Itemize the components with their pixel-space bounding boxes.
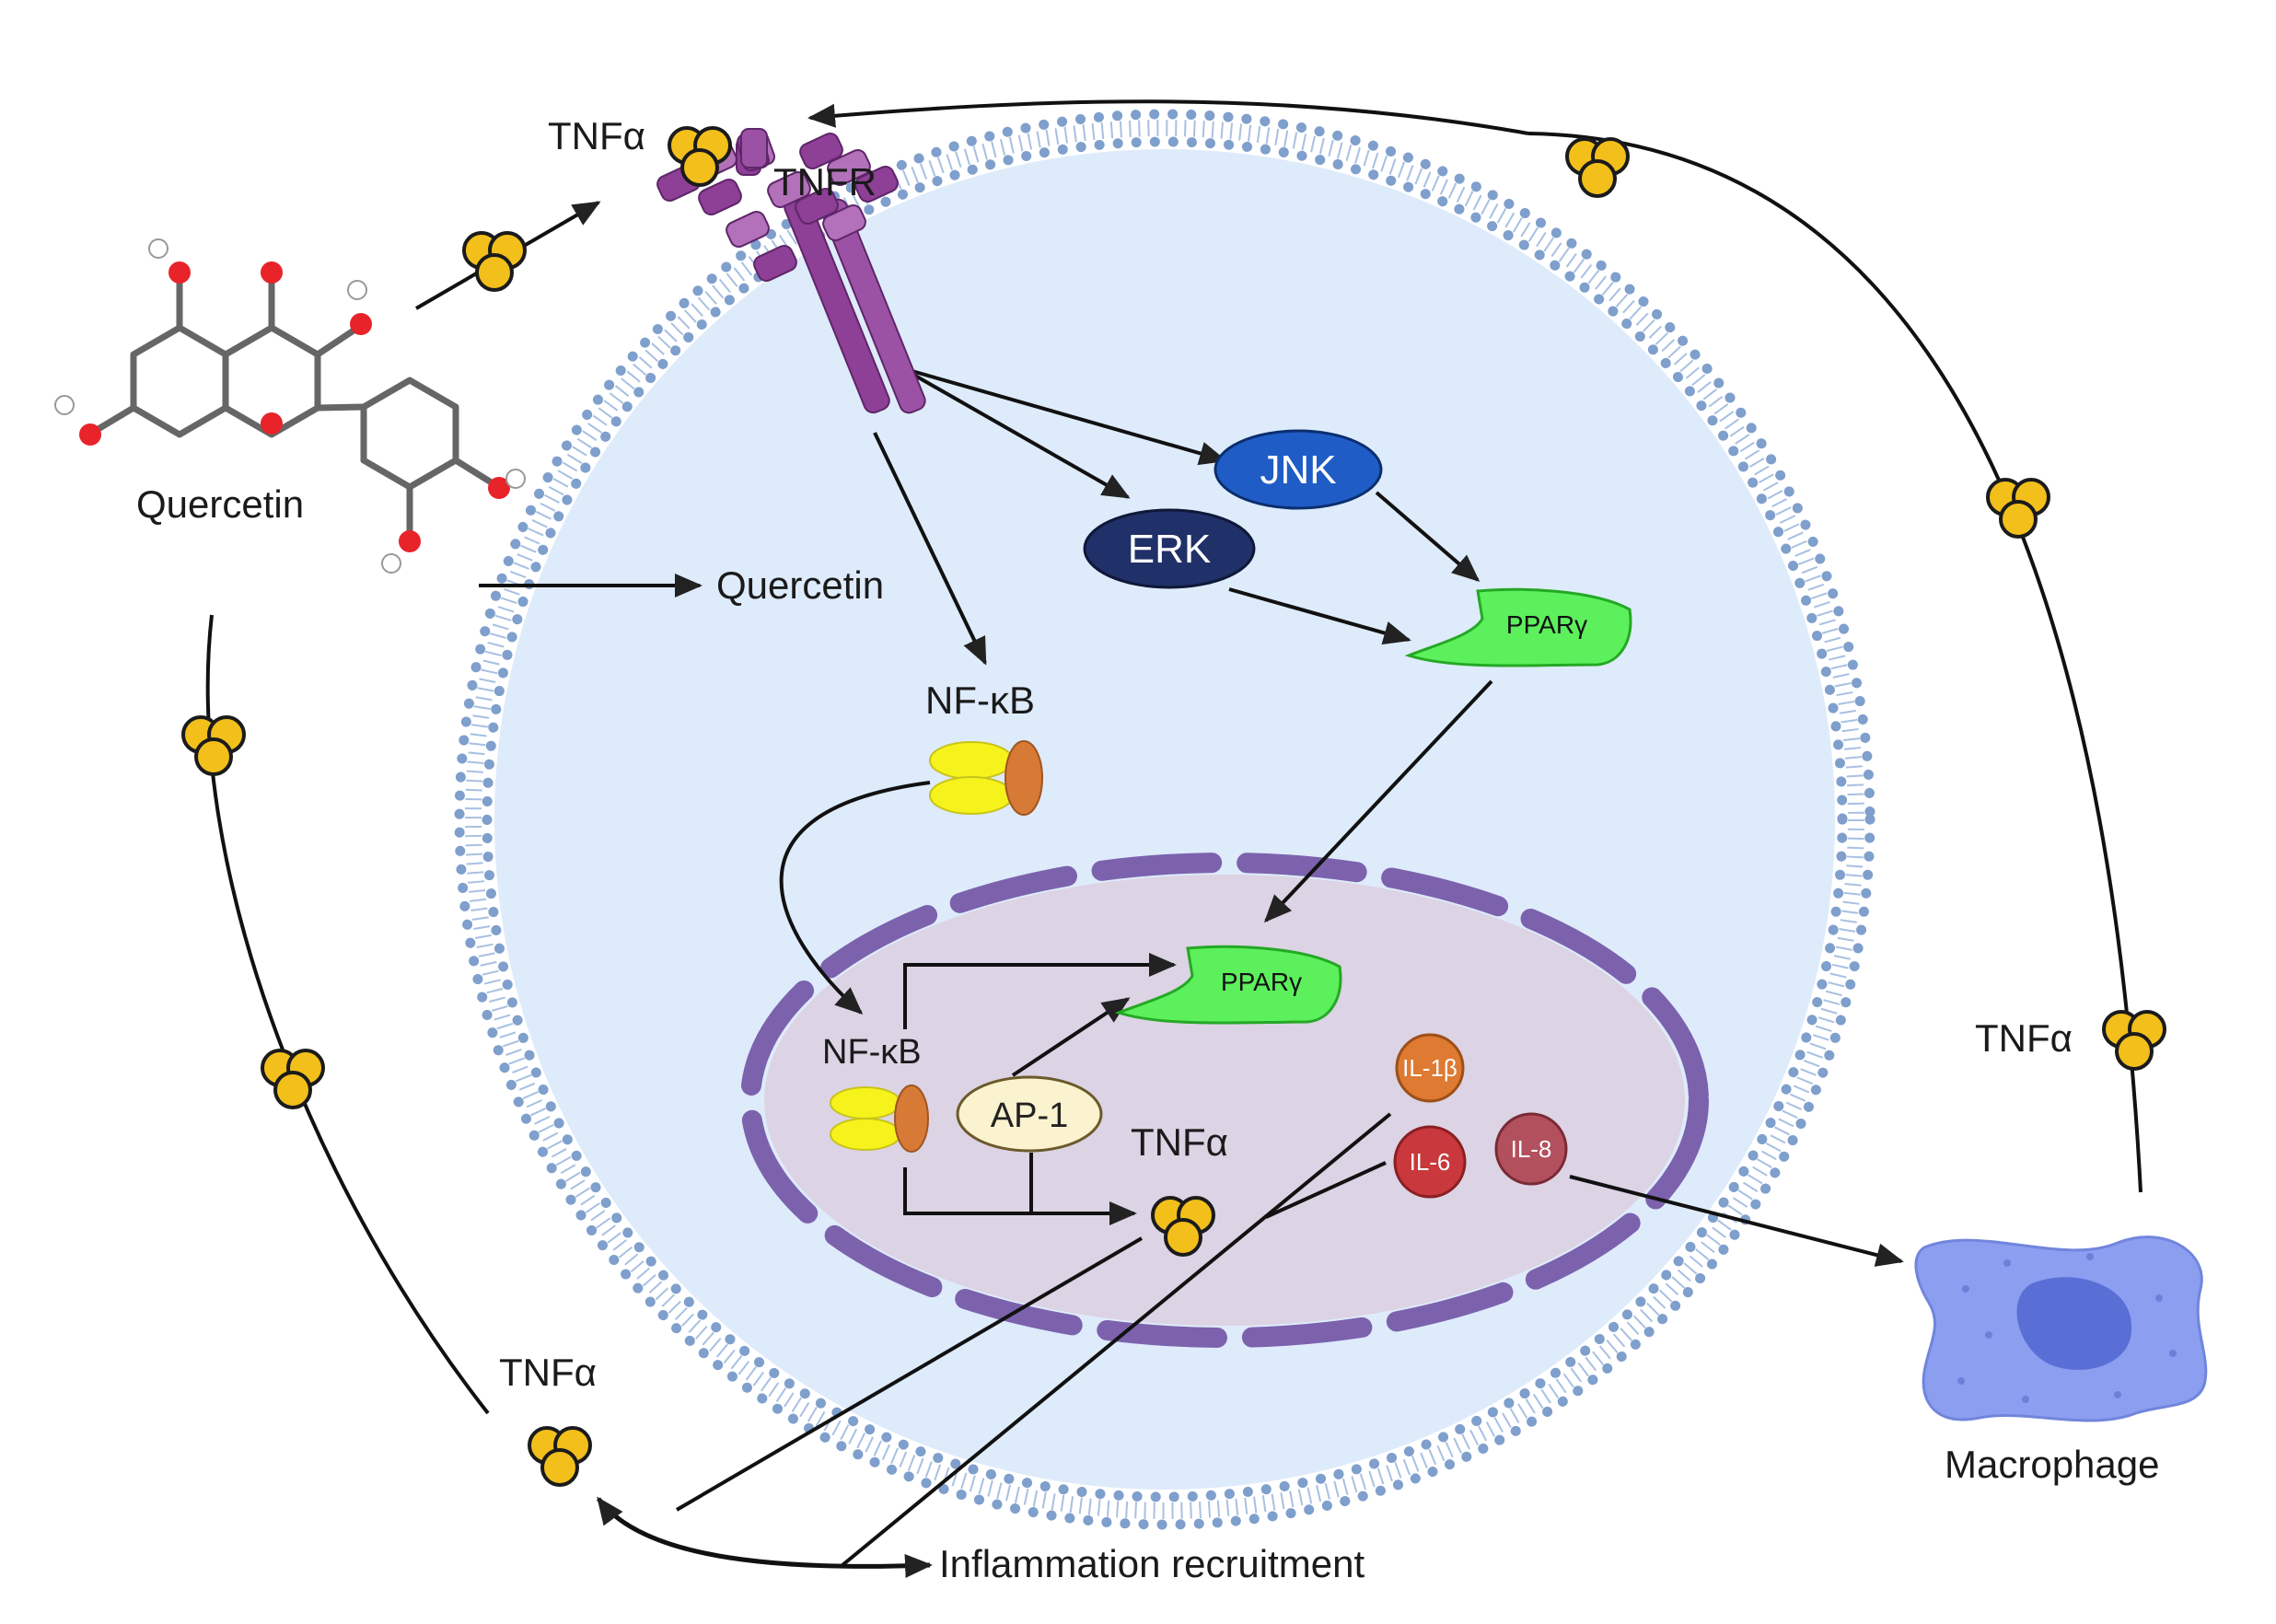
il1b: IL-1β — [1395, 1033, 1465, 1103]
quercetin-inside-label: Quercetin — [716, 563, 884, 607]
tnfa-trimer-left-lower — [261, 1049, 325, 1109]
arrow-nfkb-translocation — [779, 781, 931, 1015]
oxygen-atom — [488, 477, 510, 499]
nfkb-nucleus-label: NF-κB — [822, 1033, 922, 1072]
tnfr-label: TNFR — [773, 160, 877, 203]
quercetin-molecule-label: Quercetin — [136, 482, 304, 526]
ap1-label: AP-1 — [991, 1096, 1068, 1135]
jnk-label: JNK — [1260, 447, 1336, 493]
erk: ERK — [1083, 508, 1256, 589]
hydrogen-atom — [381, 553, 401, 574]
il6: IL-6 — [1393, 1125, 1467, 1199]
line-il1b-to-inflammation — [841, 1112, 1392, 1567]
tnfa-top-label: TNFα — [548, 114, 645, 157]
nfkb-cytoplasm — [929, 740, 1043, 816]
il8: IL-8 — [1494, 1112, 1568, 1186]
arrow-to-nfkb — [873, 432, 987, 666]
il6-label: IL-6 — [1410, 1148, 1451, 1176]
oxygen-atom — [168, 261, 191, 284]
arrow-ppar-to-nucleus — [1263, 679, 1493, 923]
arrow-erk-to-ppar — [1228, 587, 1411, 645]
oxygen-atom — [79, 423, 101, 446]
quercetin-oxygen-atoms — [54, 238, 526, 574]
macrophage — [1914, 1235, 2208, 1422]
arrow-il8-to-macrophage — [1569, 1175, 1904, 1267]
il8-label: IL-8 — [1511, 1135, 1552, 1163]
oxygen-atom — [399, 530, 421, 552]
nfkb-nucleus — [830, 1085, 929, 1153]
erk-label: ERK — [1128, 527, 1211, 572]
tnfa-trimer-right-upper — [1986, 478, 2050, 539]
oxygen-atom — [350, 313, 372, 335]
tnfa-bottom-left-label: TNFα — [499, 1351, 597, 1394]
tnfa-trimer-bottom-left — [528, 1426, 592, 1487]
oxygen-atom — [261, 261, 283, 284]
loop-arc-top-right — [1527, 132, 2142, 1193]
arrow-inflammation-bidirectional — [596, 1496, 933, 1579]
ppar-nucleus: PPARγ — [1114, 945, 1342, 1025]
arrow-jnk-to-ppar — [1375, 491, 1481, 582]
cell-membrane — [454, 109, 1875, 1530]
tnfa-trimer-right — [2102, 1010, 2166, 1071]
ppar-cytoplasm: PPARγ — [1404, 587, 1632, 667]
line-il6-to-tnfa — [1265, 1161, 1387, 1219]
arrow-to-erk — [901, 366, 1131, 499]
tnfa-trimer-left-upper — [181, 715, 246, 776]
nuclear-envelope — [740, 853, 1709, 1348]
oxygen-atom — [261, 412, 283, 435]
ppar-cytoplasm-label: PPARγ — [1506, 610, 1587, 639]
hydrogen-atom — [54, 395, 75, 415]
tnfa-nucleus-label: TNFα — [1131, 1120, 1228, 1164]
nfkb-cytoplasm-label: NF-κB — [925, 679, 1035, 722]
jnk: JNK — [1213, 429, 1383, 510]
tnfa-right-label: TNFα — [1975, 1016, 2073, 1060]
tnfa-trimer-incoming — [462, 231, 527, 292]
line-tnfa-to-inflammation — [675, 1236, 1144, 1512]
tnfa-trimer-top-right — [1565, 137, 1630, 198]
ppar-nucleus-label: PPARγ — [1221, 968, 1302, 996]
arrow-ap1-to-ppar — [1011, 997, 1131, 1077]
hydrogen-atom — [148, 238, 168, 259]
hydrogen-atom — [347, 280, 367, 300]
macrophage-label: Macrophage — [1945, 1443, 2159, 1486]
inflammation-label: Inflammation recruitment — [939, 1542, 1364, 1585]
ap1: AP-1 — [956, 1075, 1103, 1153]
arrow-nfkb-to-ppar — [903, 953, 1177, 1029]
hydrogen-atom — [505, 469, 526, 489]
arrow-nfkb-to-tnfa — [903, 1167, 1137, 1225]
il1b-label: IL-1β — [1402, 1054, 1457, 1082]
loop-arc-left — [205, 614, 490, 1415]
loop-arrow-to-receptor — [807, 99, 1529, 135]
arrow-to-jnk — [901, 366, 1227, 466]
